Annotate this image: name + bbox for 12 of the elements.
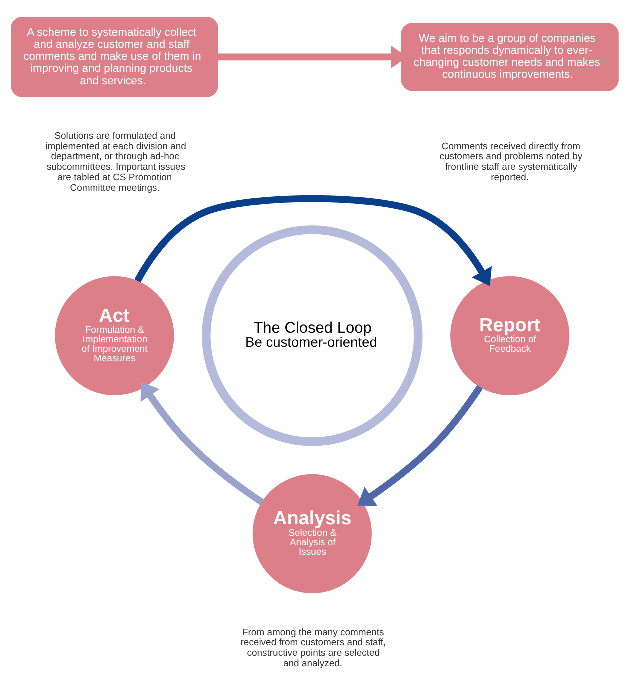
label: Solutions are formulated and implemented at each division and department, or through ad-hoc subcommittees. Important issues are tabled at CS Promotion Committee meetings.: [46, 131, 186, 194]
node-circle: Report Collection of Feedback: [450, 276, 570, 396]
label: Comments received directly from customers and problems noted by frontline staff are systematically reported.: [440, 141, 583, 184]
node-circle: Act Formulation & Implementation of Improvement Measures: [55, 276, 174, 396]
node-circle: The Closed Loop Be customer-oriented: [202, 226, 423, 446]
node-box: A scheme to systematically collect and analyze customer and staff comments and make use of them in improving and planning products and services.: [11, 17, 218, 98]
arrow: [140, 382, 264, 506]
node-box: We aim to be a group of companies that responds dynamically to ever-changing customer needs and makes continuous improvements.: [401, 23, 619, 92]
node-circle: Analysis Selection & Analysis of Issues: [252, 474, 372, 594]
arrow: [358, 385, 484, 506]
arrow: [134, 195, 492, 286]
label: From among the many comments received from customers and staff, constructive points are selected and analyzed.: [240, 627, 386, 670]
